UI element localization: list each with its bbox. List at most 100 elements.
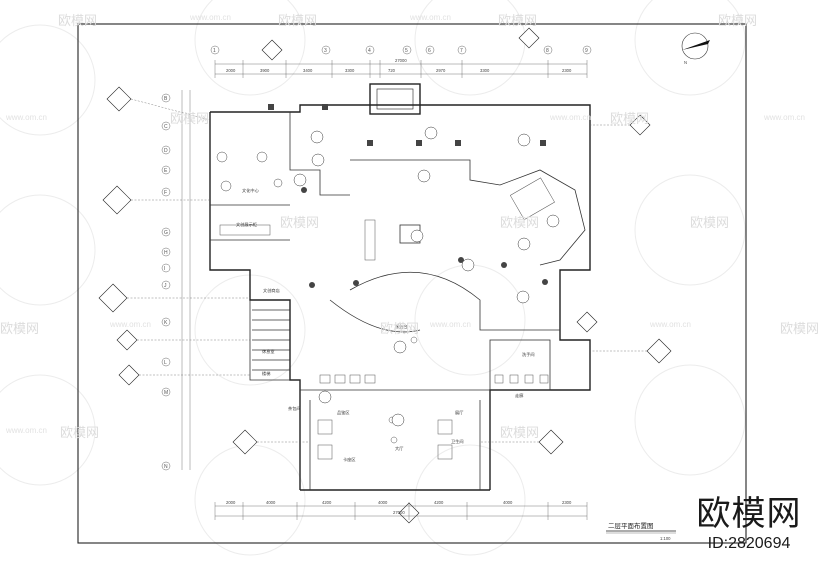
dim-top-4: 3300 — [345, 68, 355, 73]
watermark-14: 欧模网 — [500, 426, 540, 441]
dim-bottom-2: 4000 — [266, 500, 276, 505]
svg-text:N: N — [684, 60, 687, 65]
axis-top-8: 8 — [546, 48, 549, 54]
north-arrow: N — [681, 32, 710, 65]
dim-top-7: 3300 — [480, 68, 490, 73]
dim-top-2: 3900 — [260, 68, 270, 73]
axis-left-2: C — [164, 124, 168, 130]
dim-top-8: 2300 — [562, 68, 572, 73]
axis-top-6: 6 — [428, 48, 431, 54]
watermark-2: 欧模网 — [278, 14, 318, 29]
axis-left-4: E — [164, 168, 168, 174]
room-label-7: 品鉴区 — [337, 409, 350, 416]
axis-left-13: N — [164, 464, 168, 470]
axis-top-9: 9 — [585, 48, 588, 54]
room-label-5: 楼梯 — [262, 370, 270, 377]
watermark-12: 欧模网 — [780, 322, 820, 337]
dim-top-6: 2970 — [436, 68, 446, 73]
dim-bottom-4: 4000 — [378, 500, 388, 505]
watermark-url-9: www.om.cn — [6, 426, 47, 435]
watermark-9: 欧模网 — [690, 216, 730, 231]
watermark-7: 欧模网 — [280, 216, 320, 231]
watermark-url-7: www.om.cn — [430, 320, 471, 329]
watermark-6: 欧模网 — [610, 112, 650, 127]
axis-left-5: F — [164, 190, 167, 196]
watermark-url-2: www.om.cn — [410, 13, 451, 22]
watermark-4: 欧模网 — [718, 14, 758, 29]
dimension-top — [214, 60, 588, 78]
dimension-bottom — [214, 502, 588, 520]
room-label-4: 休息室 — [262, 348, 275, 355]
watermark-url-3: www.om.cn — [6, 113, 47, 122]
brand-stamp: 欧模网 ID:2820694 — [684, 496, 814, 554]
room-label-12: 大厅 — [395, 445, 403, 452]
axis-left-1: B — [164, 96, 168, 102]
axis-left-10: K — [164, 320, 168, 326]
room-labels: 文化中心 文创展示柜 文创商店 休息室 楼梯 茶包间 品鉴区 走廊 洗手间 服务… — [236, 187, 535, 463]
watermark-1: 欧模网 — [58, 14, 98, 29]
dim-top-total: 27000 — [395, 58, 407, 63]
axis-left-3: D — [164, 148, 168, 154]
axis-left-8: I — [164, 266, 165, 272]
title-block: 二层平面布置图 1:100 — [606, 521, 676, 541]
dim-bottom-1: 2000 — [226, 500, 236, 505]
dimension-bottom-labels: 2000 4000 4200 4000 4200 4000 2300 27000 — [226, 500, 572, 515]
room-label-2: 文创展示柜 — [236, 221, 257, 228]
brand-id: ID:2820694 — [707, 535, 791, 552]
dim-top-5: 720 — [388, 68, 396, 73]
watermark-url-8: www.om.cn — [650, 320, 691, 329]
plants — [216, 151, 283, 192]
room-label-9: 洗手间 — [522, 351, 535, 358]
dim-bottom-3: 4200 — [322, 500, 332, 505]
watermark-10: 欧模网 — [0, 322, 40, 337]
drawing-scale: 1:100 — [660, 536, 671, 541]
watermark-13: 欧模网 — [60, 426, 100, 441]
watermark-url-4: www.om.cn — [550, 113, 591, 122]
room-label-13: 展厅 — [455, 410, 463, 416]
watermark-8: 欧模网 — [500, 216, 540, 231]
furniture — [219, 177, 555, 460]
watermark-url-6: www.om.cn — [110, 320, 151, 329]
leader-lines — [127, 98, 647, 443]
room-label-3: 文创商店 — [263, 287, 280, 294]
axis-left-9: J — [164, 283, 167, 289]
dim-bottom-total: 27000 — [393, 510, 405, 515]
dim-bottom-6: 4000 — [503, 500, 513, 505]
room-label-6: 茶包间 — [288, 405, 301, 412]
watermark-url-5: www.om.cn — [764, 113, 805, 122]
elevation-markers — [98, 27, 672, 524]
axis-left-7: H — [164, 250, 168, 256]
room-label-10: 服务台 — [395, 323, 408, 330]
inner-walls — [210, 112, 586, 490]
axis-top-3: 3 — [324, 48, 327, 54]
watermark-11: 欧模网 — [380, 322, 420, 337]
axis-left-12: M — [164, 390, 168, 396]
dimension-top-labels: 2000 3900 3400 3300 720 2970 3300 2300 2… — [226, 58, 572, 73]
dim-bottom-7: 2300 — [562, 500, 572, 505]
watermark-pattern — [0, 0, 746, 556]
watermark-3: 欧模网 — [498, 14, 538, 29]
watermark-5: 欧模网 — [170, 112, 210, 127]
brand-name: 欧模网 — [696, 494, 802, 534]
drawing-title: 二层平面布置图 — [608, 521, 654, 530]
sheet-frame — [77, 23, 747, 544]
dim-top-3: 3400 — [303, 68, 313, 73]
axis-left-6: G — [164, 230, 168, 236]
axis-top-1: 1 — [213, 48, 216, 54]
room-label-14: 卫生间 — [451, 438, 464, 445]
axis-top-5: 5 — [405, 48, 408, 54]
tag-circles — [293, 126, 560, 427]
dim-top-1: 2000 — [226, 68, 236, 73]
axis-top-4: 4 — [368, 48, 371, 54]
axis-left-11: L — [164, 360, 167, 366]
room-label-1: 文化中心 — [242, 187, 260, 194]
room-label-8: 走廊 — [515, 392, 523, 399]
room-label-11: 卡座区 — [343, 456, 356, 463]
columns — [268, 104, 548, 288]
axis-top-7: 7 — [460, 48, 463, 54]
dim-bottom-5: 4200 — [434, 500, 444, 505]
axis-left — [161, 93, 171, 471]
axis-left-labels: B C D E F G H I J K L M N — [164, 96, 168, 470]
